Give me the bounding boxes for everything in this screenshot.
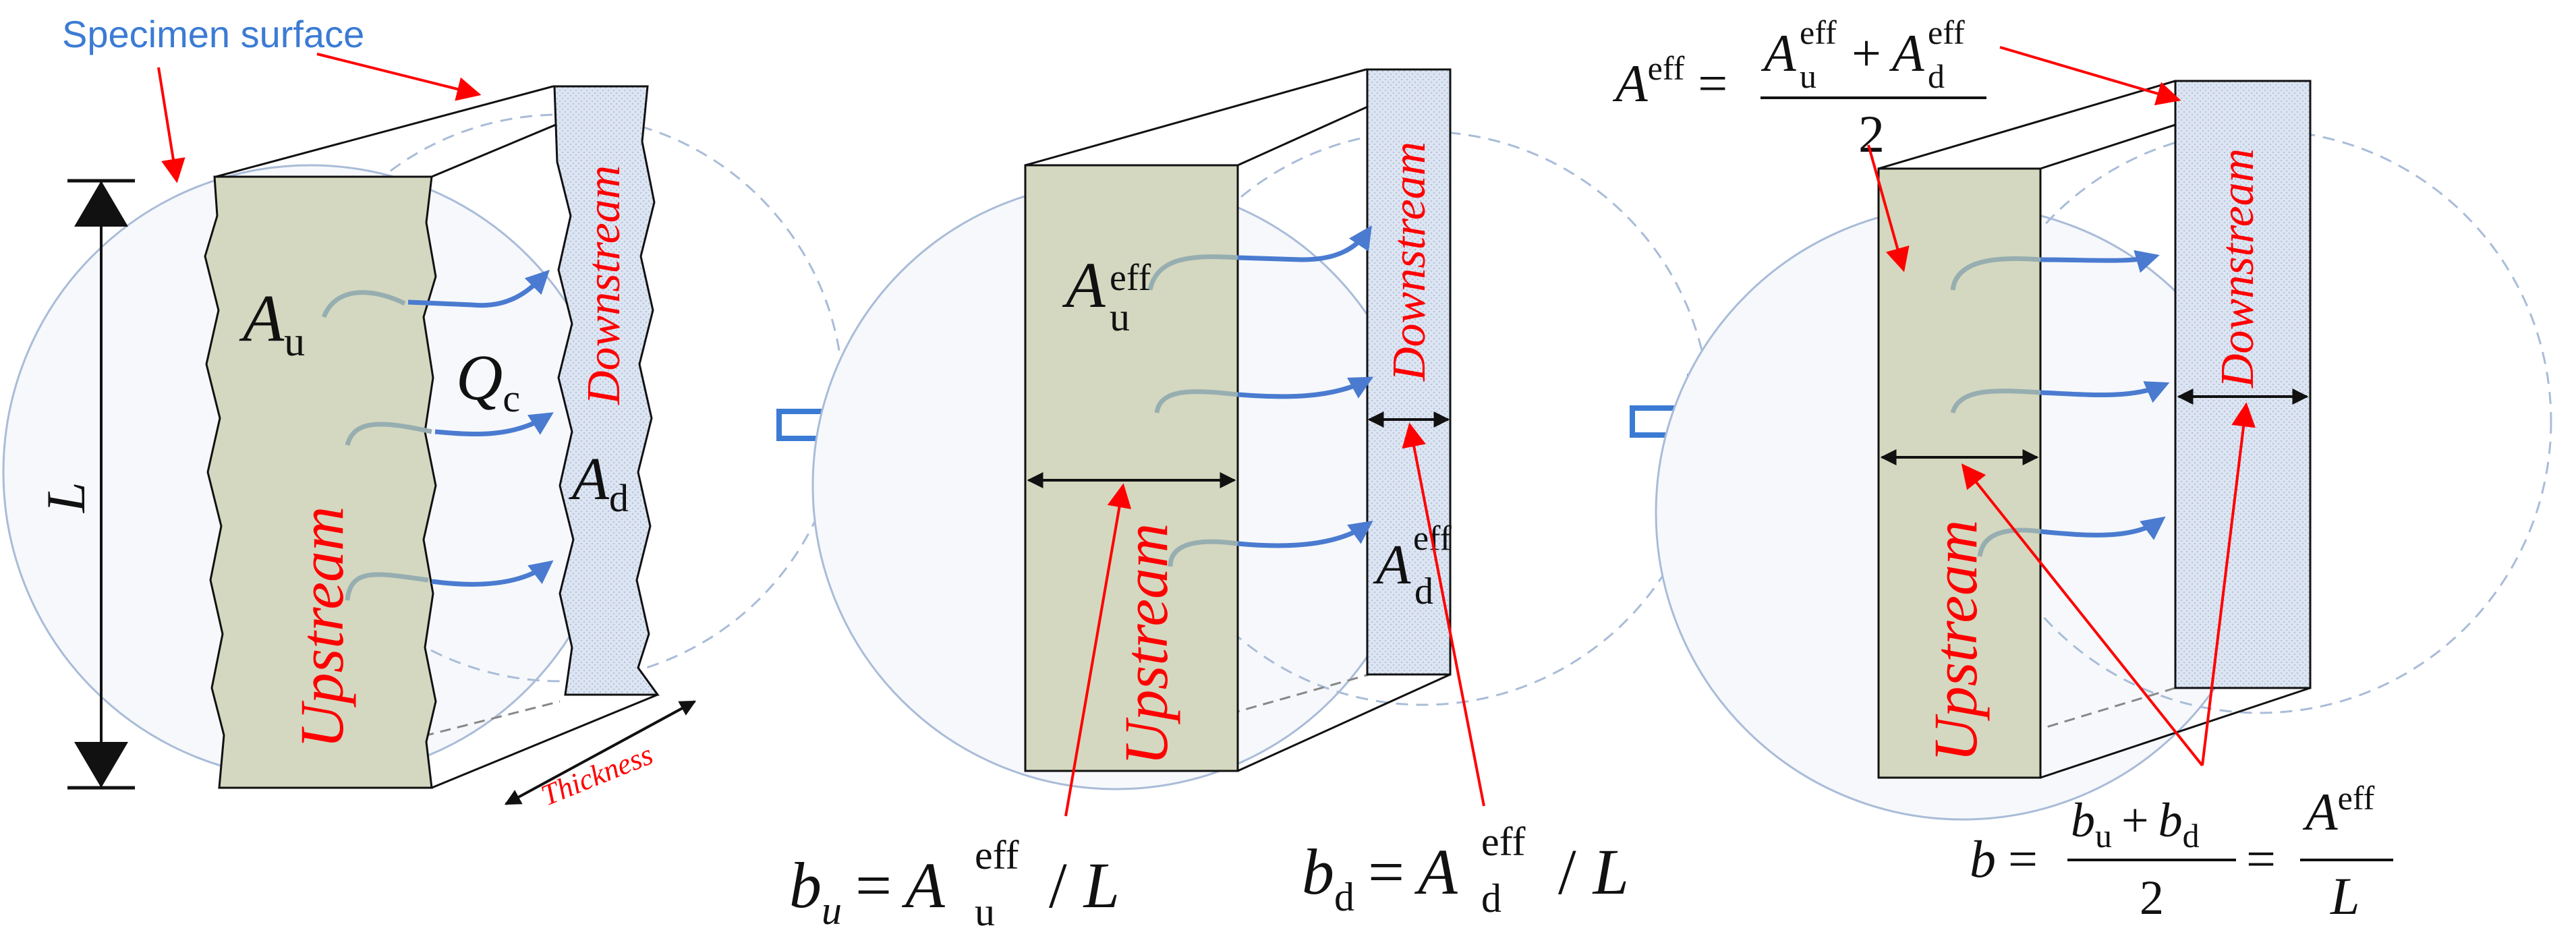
area-upstream-symbol: Au [239,281,305,365]
downstream-face-2 [1366,68,1452,676]
annotation-arrow-b-1 [1961,463,2204,767]
upstream-label-3: Upstream [1921,520,1990,762]
upstream-label-2: Upstream [1112,523,1180,766]
svg-text:L: L [2330,867,2359,925]
svg-text:bu+bd: bu+bd [2071,793,2200,855]
downstream-label-1: Downstream [578,165,630,405]
downstream-label-2: Downstream [1383,142,1435,382]
svg-text:b=: b= [1970,830,2038,888]
length-label: L [35,482,96,513]
svg-text:Aeff=: Aeff= [1612,49,1727,113]
svg-text:=: = [2246,830,2276,888]
annotation-arrow-aeff-2 [1867,144,1910,272]
downstream-label-3: Downstream [2212,148,2264,388]
svg-text:Aeff: Aeff [2302,779,2375,841]
upstream-face-2 [1024,164,1239,772]
annotation-arrow-aeff-1 [1999,46,2181,106]
downstream-face [553,85,660,696]
length-arrow-bottom [74,742,128,788]
annotation-arrow-b-2 [2201,402,2256,766]
upstream-label-1: Upstream [287,507,356,749]
flow-lines-3 [1950,250,2170,557]
svg-text:2: 2 [2140,871,2164,925]
specimen-arrow-1 [157,67,185,183]
specimen-surface-label: Specimen surface [62,13,364,55]
downstream-face-3 [2174,80,2312,689]
length-arrow-top [74,181,128,227]
flow-rate-symbol: Qc [456,341,520,420]
thickness-arrow [504,700,697,805]
panel-1: L Thickness Upstream Downstream Au Qc Ad… [2,13,845,812]
box-edge-top [215,85,554,178]
flow-lines-1 [321,270,554,601]
specimen-arrow-2 [316,53,482,101]
annotation-arrow-bd [1402,422,1485,807]
area-downstream-symbol: Ad [569,446,629,520]
upstream-face [204,175,437,789]
flow-lines-2 [1147,225,1374,567]
annotation-arrow-bu [1064,483,1132,817]
equation-b: b= bu+bd 2 = Aeff L [1970,779,2393,925]
thickness-label: Thickness [536,738,657,812]
